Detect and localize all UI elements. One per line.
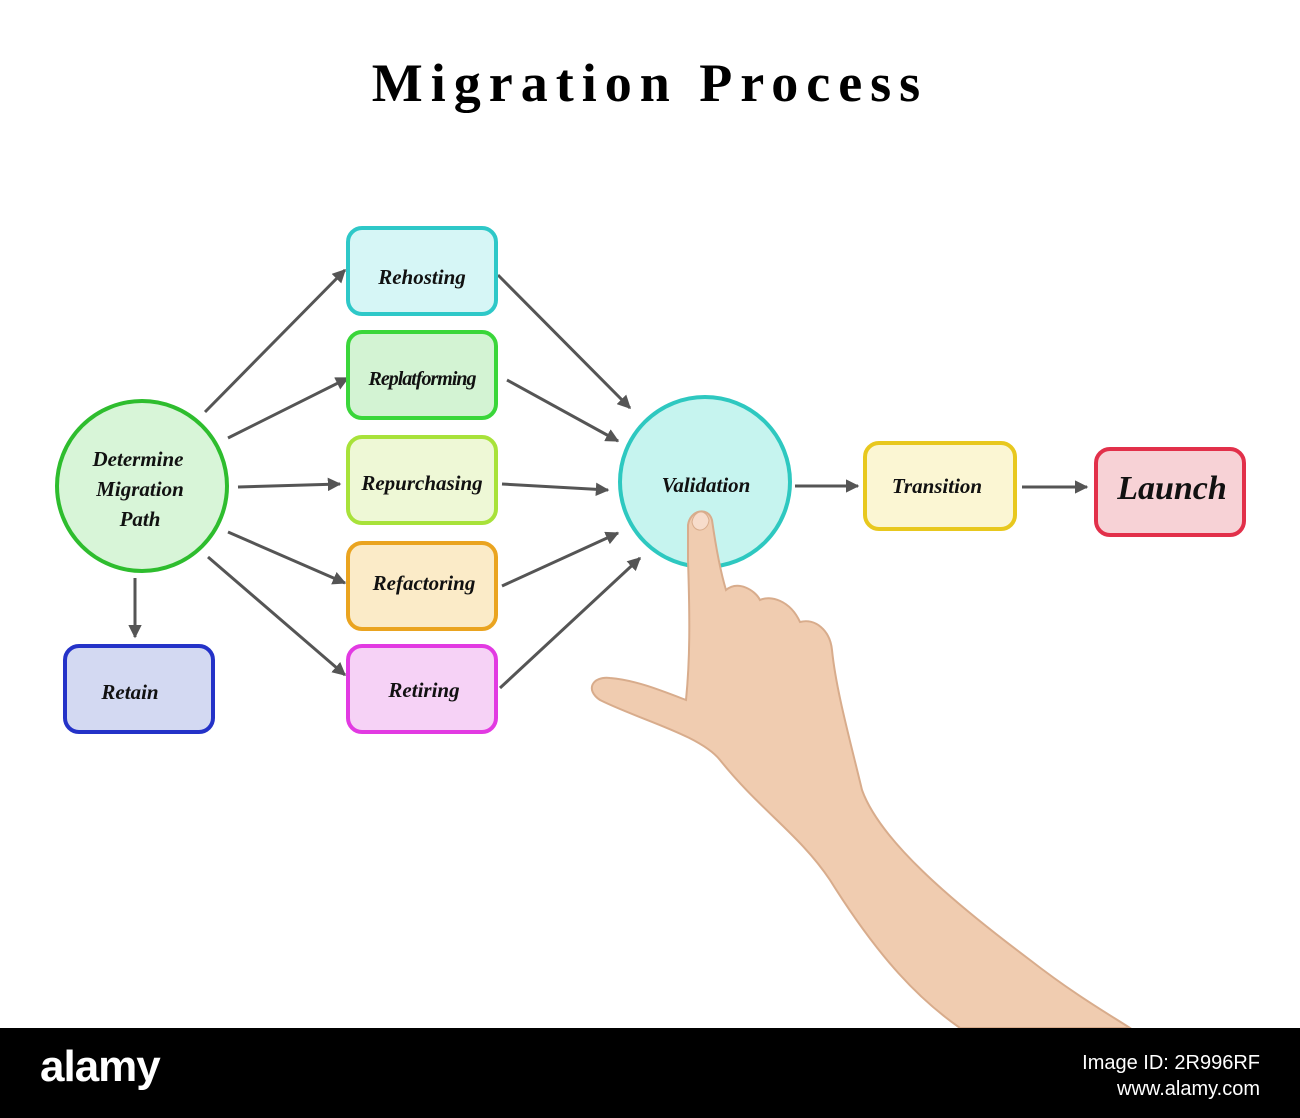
validation-label: Validation <box>662 473 751 497</box>
node-rehosting: Rehosting <box>346 226 498 316</box>
image-id-text: Image ID: 2R996RF <box>1082 1052 1260 1074</box>
replatforming-label: Replatforming <box>367 368 476 390</box>
transition-box <box>863 441 1017 531</box>
node-transition: Transition <box>863 441 1017 531</box>
refactoring-label: Refactoring <box>372 571 476 595</box>
arrow-determine-replatforming <box>227 376 350 440</box>
arrow-determine-refactoring <box>227 530 347 585</box>
rehosting-label: Rehosting <box>377 265 466 289</box>
node-refactoring: Refactoring <box>346 541 498 631</box>
node-launch: Launch <box>1094 447 1246 537</box>
retain-box <box>63 644 215 734</box>
arrow-determine-retiring <box>207 555 347 677</box>
node-validation: Validation <box>618 395 792 569</box>
transition-label: Transition <box>892 474 982 498</box>
arrow-determine-repurchasing <box>237 477 342 492</box>
stock-site-text: www.alamy.com <box>1117 1078 1260 1100</box>
refactoring-box <box>346 541 498 631</box>
arrow-retiring-validation <box>498 556 642 690</box>
connector-arrows <box>128 268 1089 690</box>
stock-meta: Image ID: 2R996RF www.alamy.com <box>1082 1050 1260 1102</box>
retain-label: Retain <box>100 680 158 704</box>
repurchasing-label: Repurchasing <box>360 471 482 495</box>
replatforming-box <box>346 330 498 420</box>
fingernail <box>691 511 710 531</box>
determine-circle <box>55 399 229 573</box>
arrow-refactoring-validation <box>501 531 620 588</box>
determine-line-1: Determine <box>92 447 184 471</box>
node-retiring: Retiring <box>346 644 498 734</box>
migration-diagram: Determine Migration Path Retain Rehostin… <box>55 226 1246 1028</box>
stock-watermark-footer: alamy Image ID: 2R996RF www.alamy.com <box>0 1028 1300 1118</box>
repurchasing-box <box>346 435 498 525</box>
node-repurchasing: Repurchasing <box>346 435 498 525</box>
stock-logo: alamy <box>40 1042 161 1091</box>
determine-line-3: Path <box>119 507 161 531</box>
node-retain: Retain <box>63 644 215 734</box>
arrow-replatforming-validation <box>506 378 620 443</box>
page-title: Migration Process <box>371 53 929 113</box>
arrow-repurchasing-validation <box>501 482 610 497</box>
launch-box <box>1094 447 1246 537</box>
arrow-rehosting-validation <box>496 273 632 410</box>
pointing-hand-image <box>590 510 1132 1028</box>
hand-shape <box>590 510 1132 1028</box>
launch-label: Launch <box>1116 470 1227 507</box>
retiring-label: Retiring <box>387 678 459 702</box>
node-replatforming: Replatforming <box>346 330 498 420</box>
arrow-determine-rehosting <box>203 268 347 414</box>
determine-line-2: Migration <box>95 477 184 501</box>
retiring-box <box>346 644 498 734</box>
rehosting-box <box>346 226 498 316</box>
node-determine-migration-path: Determine Migration Path <box>55 399 229 573</box>
